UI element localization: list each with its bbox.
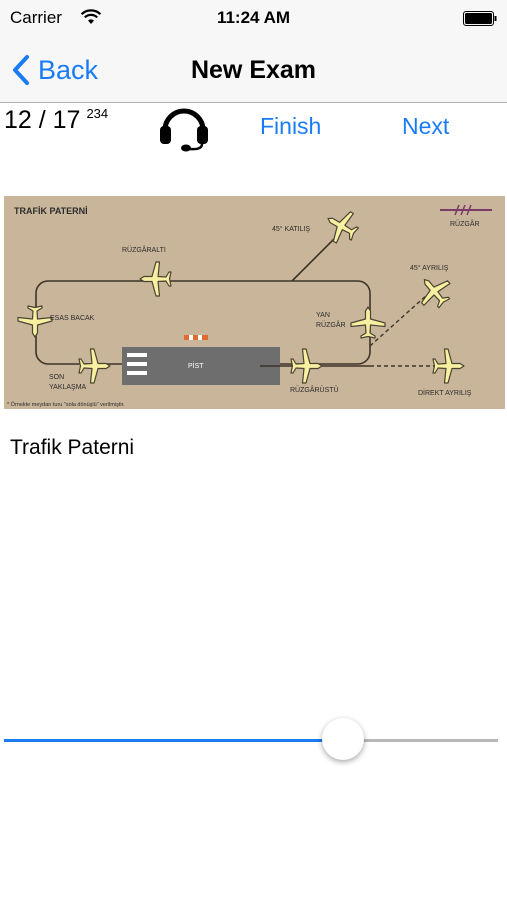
diagram-footnote: * Örnekte meydan turu "sola dönüşlü" ver… [7, 401, 125, 408]
traffic-pattern-diagram: TRAFİK PATERNİ RÜZGÂR 45° KATILIŞ RÜZGÂR… [7, 203, 492, 408]
question-slider[interactable] [4, 716, 498, 764]
slider-track-filled [4, 739, 343, 742]
question-progress: 12 / 17 [4, 106, 81, 134]
clock-time: 11:24 AM [216, 8, 291, 27]
label-direkt: DİREKT AYRILIŞ [418, 388, 472, 397]
navigation-bar: Back New Exam [0, 38, 507, 103]
wind-label: RÜZGÂR [450, 219, 480, 228]
next-button[interactable]: Next [402, 113, 450, 139]
headphones-icon[interactable] [156, 100, 212, 154]
page-title: New Exam [190, 56, 317, 84]
label-katilis: 45° KATILIŞ [272, 225, 310, 233]
label-yaklasma: YAKLAŞMA [49, 384, 87, 391]
question-image: TRAFİK PATERNİ RÜZGÂR 45° KATILIŞ RÜZGÂR… [4, 196, 505, 409]
slider-track-remaining [343, 739, 498, 742]
status-bar: Carrier 11:24 AM [0, 0, 507, 38]
finish-button[interactable]: Finish [260, 113, 322, 139]
label-yan: YAN [316, 312, 330, 319]
label-son: SON [49, 374, 64, 381]
question-caption: Trafik Paterni [10, 436, 135, 459]
label-esas-bacak: ESAS BACAK [50, 315, 95, 322]
slider-thumb[interactable] [322, 718, 364, 760]
chevron-left-icon [13, 55, 29, 85]
label-pist: PİST [188, 361, 204, 370]
wifi-icon [80, 9, 102, 24]
label-ruzgar: RÜZGÂR [316, 320, 346, 329]
diagram-title: TRAFİK PATERNİ [14, 206, 88, 216]
back-label: Back [38, 54, 99, 85]
label-ruzgarustu: RÜZGÂRÜSTÜ [290, 385, 339, 394]
battery-icon [463, 11, 497, 26]
question-id: 234 [86, 106, 109, 121]
label-ayrilis: 45° AYRILIŞ [410, 264, 449, 272]
back-button[interactable]: Back [12, 52, 98, 88]
carrier-label: Carrier [10, 8, 62, 27]
question-counter: 12 / 17 234 [4, 106, 108, 135]
label-ruzgaralti: RÜZGÂRALTI [122, 245, 166, 254]
